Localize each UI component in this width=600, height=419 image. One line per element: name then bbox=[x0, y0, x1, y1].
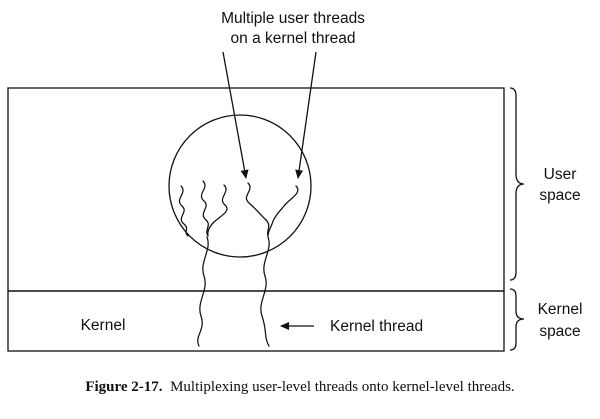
top-annotation-line1: Multiple user threads bbox=[221, 10, 365, 27]
process-circle bbox=[168, 114, 312, 258]
kernel-thread-label: Kernel thread bbox=[330, 318, 423, 335]
kernel-thread-right bbox=[260, 236, 270, 347]
user-thread-1 bbox=[178, 185, 189, 237]
figure-caption-label: Figure 2-17. bbox=[85, 379, 163, 395]
kernel-space-brace bbox=[509, 288, 525, 351]
kernel-space-label-line2: space bbox=[539, 323, 580, 340]
top-annotation-line2: on a kernel thread bbox=[231, 30, 356, 47]
kernel-label: Kernel bbox=[81, 317, 126, 334]
user-thread-3 bbox=[207, 184, 228, 237]
figure-caption: Figure 2-17. Multiplexing user-level thr… bbox=[0, 379, 600, 396]
user-space-label-line1: User bbox=[544, 166, 577, 183]
kernel-space-label-line1: Kernel bbox=[538, 301, 583, 318]
kernel-thread-left bbox=[197, 236, 209, 347]
figure-caption-text: Multiplexing user-level threads onto ker… bbox=[170, 379, 515, 395]
kernel-space-box bbox=[7, 290, 505, 352]
user-thread-4 bbox=[245, 182, 270, 237]
user-thread-5 bbox=[267, 185, 299, 237]
user-space-box bbox=[7, 87, 505, 292]
user-space-brace bbox=[509, 87, 525, 281]
user-space-label-line2: space bbox=[539, 187, 580, 204]
user-thread-2 bbox=[200, 180, 209, 237]
annotation-arrow-right bbox=[295, 51, 317, 179]
